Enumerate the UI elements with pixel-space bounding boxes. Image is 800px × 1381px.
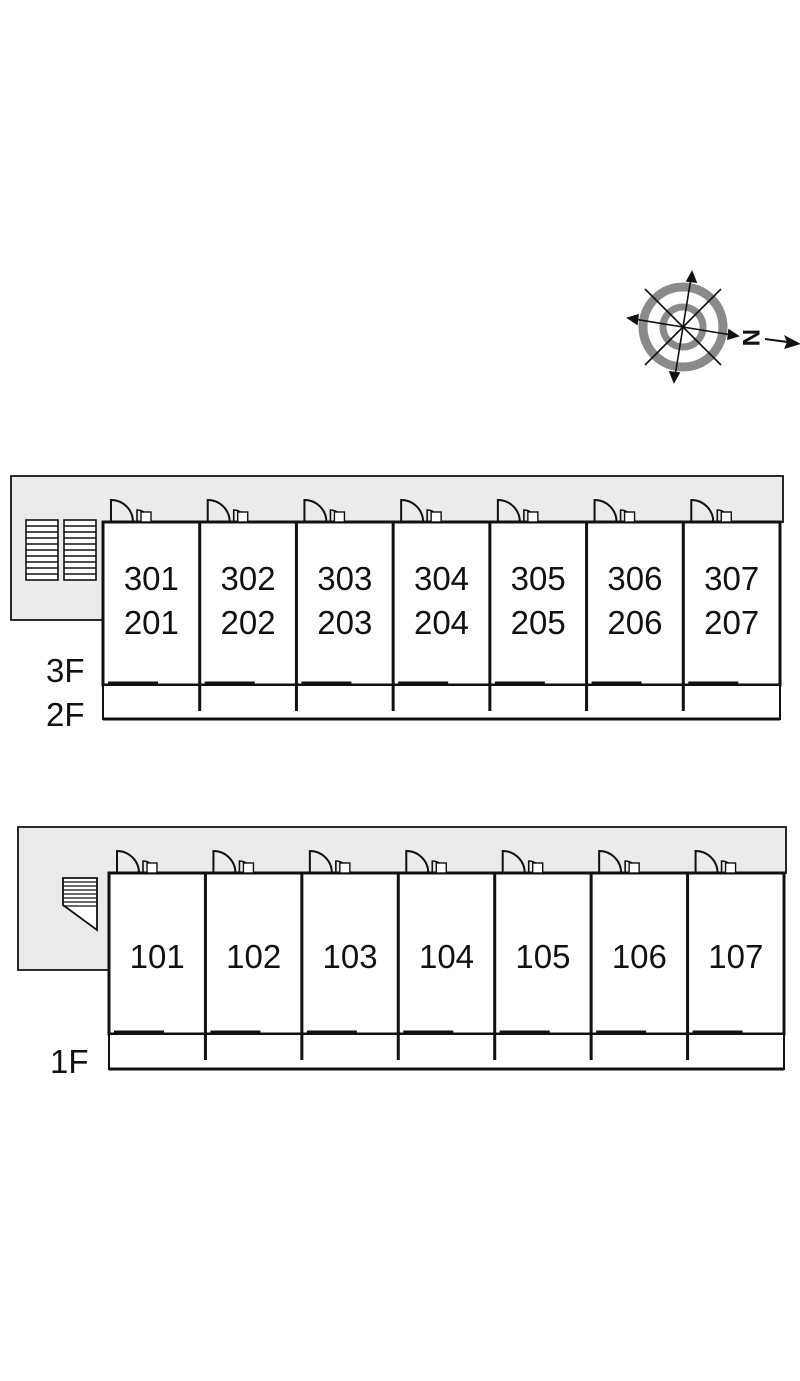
unit-number: 201 <box>124 604 179 641</box>
door-icon <box>593 498 636 523</box>
unit-number: 105 <box>515 938 570 975</box>
door-icon <box>212 849 255 874</box>
unit-number: 102 <box>226 938 281 975</box>
unit-104: 104 <box>396 849 474 1060</box>
unit-number: 301 <box>124 560 179 597</box>
unit-number: 205 <box>511 604 566 641</box>
unit-number: 204 <box>414 604 469 641</box>
unit-101: 101 <box>114 849 185 1034</box>
door-icon <box>405 849 447 874</box>
unit-106: 106 <box>589 849 667 1060</box>
compass-rose-icon: N <box>626 270 800 384</box>
unit-number: 202 <box>221 604 276 641</box>
upper-stairs-icon <box>25 519 97 581</box>
unit-number: 203 <box>317 604 372 641</box>
unit-number: 304 <box>414 560 469 597</box>
lower-stairs-icon <box>62 877 98 932</box>
door-icon <box>206 498 249 523</box>
door-icon <box>496 498 539 523</box>
lower-balcony <box>108 1033 785 1070</box>
unit-number: 104 <box>419 938 474 975</box>
unit-103: 103 <box>300 849 378 1060</box>
door-icon <box>690 498 732 523</box>
floor-label-1f: 1F <box>50 1043 89 1080</box>
unit-107: 107 <box>686 849 763 1060</box>
compass-north-letter: N <box>737 329 764 346</box>
door-icon <box>501 849 544 874</box>
unit-number: 302 <box>221 560 276 597</box>
floor-label-3f: 3F <box>46 652 85 689</box>
door-icon <box>308 849 351 874</box>
unit-number: 207 <box>704 604 759 641</box>
north-arrow-icon <box>764 335 800 349</box>
floor-label-2f: 2F <box>46 696 85 733</box>
unit-number: 303 <box>317 560 372 597</box>
unit-number: 107 <box>708 938 763 975</box>
door-icon <box>694 849 737 874</box>
door-icon <box>116 849 158 874</box>
door-icon <box>598 849 640 874</box>
unit-number: 305 <box>511 560 566 597</box>
door-icon <box>400 498 442 523</box>
unit-number: 306 <box>607 560 662 597</box>
upper-balcony <box>102 684 781 720</box>
upper-block: 3012013022023032033042043052053062063072… <box>10 475 784 721</box>
unit-number: 103 <box>323 938 378 975</box>
unit-105: 105 <box>493 849 570 1060</box>
unit-102: 102 <box>203 849 281 1060</box>
unit-number: 307 <box>704 560 759 597</box>
door-icon <box>303 498 346 523</box>
unit-number: 106 <box>612 938 667 975</box>
unit-number: 206 <box>607 604 662 641</box>
lower-block: 101 102 103 104 105 106 107 <box>17 826 787 1071</box>
unit-number: 101 <box>130 938 185 975</box>
door-icon <box>110 498 152 523</box>
